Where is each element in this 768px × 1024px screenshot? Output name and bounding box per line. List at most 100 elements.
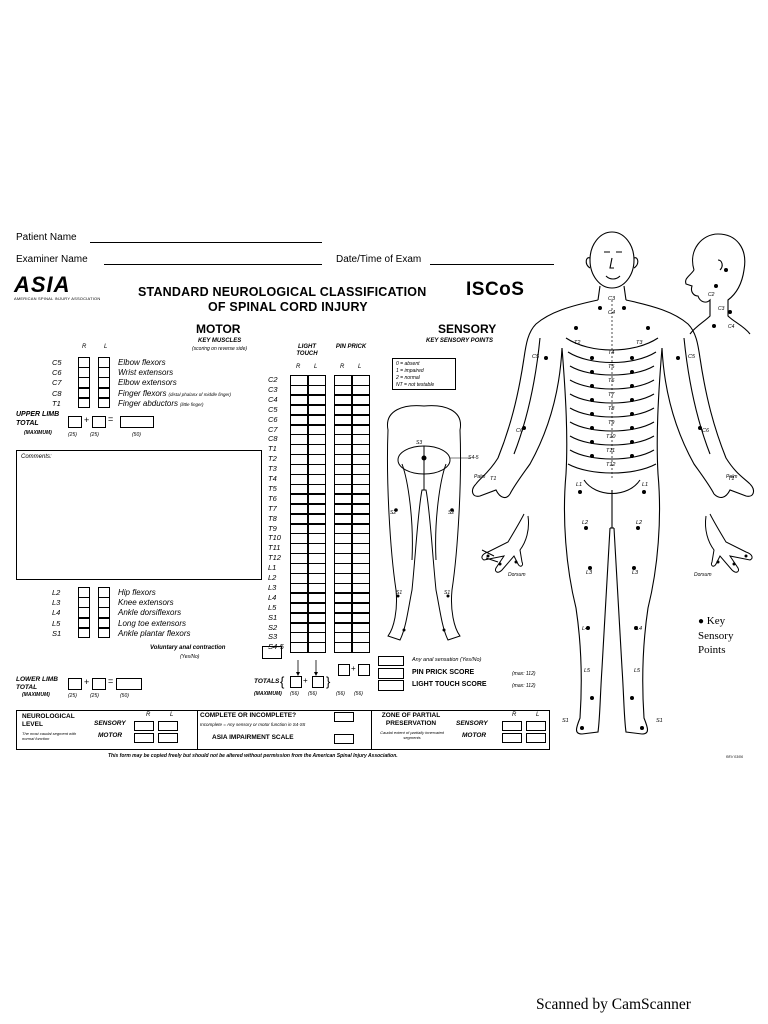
zpp-motor-l-box[interactable] [526,733,546,743]
totals-arrows [296,660,318,676]
upper-level-label: C7 [52,378,62,388]
lower-motor-r-box[interactable] [78,597,90,608]
lt-total-l-box[interactable] [312,676,324,688]
muscle-note: (little finger) [180,401,204,407]
neuro-sensory-r-box[interactable] [134,721,154,731]
sensory-level-label: T2 [268,454,277,464]
muscle-note: (distal phalanx of middle finger) [168,391,232,397]
vac-sub: (Yes/No) [180,654,200,660]
neuro-sensory-label: SENSORY [94,720,126,727]
lower-motor-r-box[interactable] [78,587,90,598]
zpp-sensory-r-box[interactable] [502,721,522,731]
dorsum-label-right: Dorsum [694,572,712,578]
zpp-sensory-l-box[interactable] [526,721,546,731]
svg-text:Palm: Palm [726,474,737,480]
neuro-sensory-l-box[interactable] [158,721,178,731]
upper-left-total-box[interactable] [92,416,106,428]
asia-scale-box[interactable] [334,734,354,744]
lower-motor-r-box[interactable] [78,627,90,639]
lower-motor-l-box[interactable] [98,587,110,598]
zpp-motor-r-box[interactable] [502,733,522,743]
sensory-level-label: T7 [268,503,277,513]
pin-prick-score-box[interactable] [378,668,404,679]
muscle-name: Ankle plantar flexors [118,628,191,638]
upper-motor-l-box[interactable] [98,357,110,368]
asia-logo: ASIA AMERICAN SPINAL INJURY ASSOCIATION [14,272,101,302]
sensory-lt-l-cell[interactable] [308,642,326,653]
lower-motor-l-box[interactable] [98,607,110,618]
sensory-level-label: C3 [268,384,278,394]
lower-muscle-label: Hip flexors [118,588,156,597]
key-sensory-points-text: Key Sensory Points [698,615,734,656]
comments-box[interactable]: Comments: [16,450,262,580]
key-muscles-note: (scoring on reverse side) [192,346,248,352]
muscle-name: Wrist extensors [118,368,174,378]
upper-motor-r-box[interactable] [78,357,90,368]
svg-text:T5: T5 [608,364,615,370]
lt-total-r-box[interactable] [290,676,302,688]
lower-level-label: L3 [52,598,61,608]
svg-text:S2: S2 [390,510,396,516]
dermatome-body-figure: C3 C4 T2 T3 T4 T5 T6 T7 T8 T9 T10 T11 T1… [471,231,755,735]
svg-text:C3: C3 [608,296,616,302]
upper-motor-l-box[interactable] [98,377,110,388]
muscle-name: Long toe extensors [118,618,187,628]
svg-text:C3: C3 [718,306,725,312]
upper-motor-l-box[interactable] [98,397,110,409]
light-touch-score-box[interactable] [378,680,404,691]
date-time-field[interactable] [430,264,554,265]
sensory-level-label: S1 [268,612,278,622]
lower-total-box[interactable] [116,678,142,690]
lower-motor-l-box[interactable] [98,617,110,629]
upper-limb-total-label: UPPER LIMB TOTAL [16,411,60,427]
svg-text:T12: T12 [606,462,615,468]
pp-total-l-box[interactable] [358,664,370,676]
upper-motor-r-box[interactable] [78,377,90,388]
s45-label: S4-5 [468,455,479,461]
muscle-name: Ankle dorsiflexors [118,608,182,618]
zpp-col-l: L [536,712,540,718]
sensory-pp-r-cell[interactable] [334,642,352,653]
examiner-name-field[interactable] [104,264,322,265]
neuro-motor-r-box[interactable] [134,733,154,743]
lower-max-total: (50) [120,693,129,699]
svg-text:C5: C5 [532,354,540,360]
lower-right-total-box[interactable] [68,678,82,690]
sensory-lt-r-cell[interactable] [290,642,308,653]
sensory-level-label: S4-5 [268,642,284,652]
lower-motor-r-box[interactable] [78,607,90,618]
sensory-pp-l-cell[interactable] [352,642,370,653]
upper-right-total-box[interactable] [68,416,82,428]
upper-level-label: C6 [52,368,62,378]
lt-col-r: R [296,364,301,370]
lower-motor-l-box[interactable] [98,627,110,639]
sensory-level-label: S2 [268,622,278,632]
zpp-label: ZONE OF PARTIAL PRESERVATION [381,712,441,727]
vac-box[interactable] [262,646,282,659]
lower-left-total-box[interactable] [92,678,106,690]
key-muscles-label: KEY MUSCLES [198,338,242,344]
upper-max-label: (MAXIMUM) [24,430,52,436]
date-time-label: Date/Time of Exam [336,254,422,265]
upper-motor-r-box[interactable] [78,397,90,409]
upper-motor-r-box[interactable] [78,387,90,399]
upper-motor-r-box[interactable] [78,367,90,378]
any-anal-box[interactable] [378,656,404,666]
upper-total-box[interactable] [120,416,154,428]
upper-motor-l-box[interactable] [98,387,110,399]
upper-max-l: (25) [90,432,99,438]
pp-col-r: R [340,364,345,370]
svg-text:T1: T1 [728,476,734,482]
patient-name-field[interactable] [90,242,322,243]
complete-box[interactable] [334,712,354,722]
neuro-level-label: NEUROLOGICAL LEVEL [22,713,75,728]
pp-total-r-box[interactable] [338,664,350,676]
upper-muscle-label: Finger abductors(little finger) [118,399,204,408]
motor-col-r: R [82,344,87,350]
neuro-motor-l-box[interactable] [158,733,178,743]
upper-motor-l-box[interactable] [98,367,110,378]
copy-notice: This form may be copied freely but shoul… [108,753,398,759]
lower-motor-r-box[interactable] [78,617,90,629]
lower-motor-l-box[interactable] [98,597,110,608]
svg-text:C6: C6 [702,428,710,434]
